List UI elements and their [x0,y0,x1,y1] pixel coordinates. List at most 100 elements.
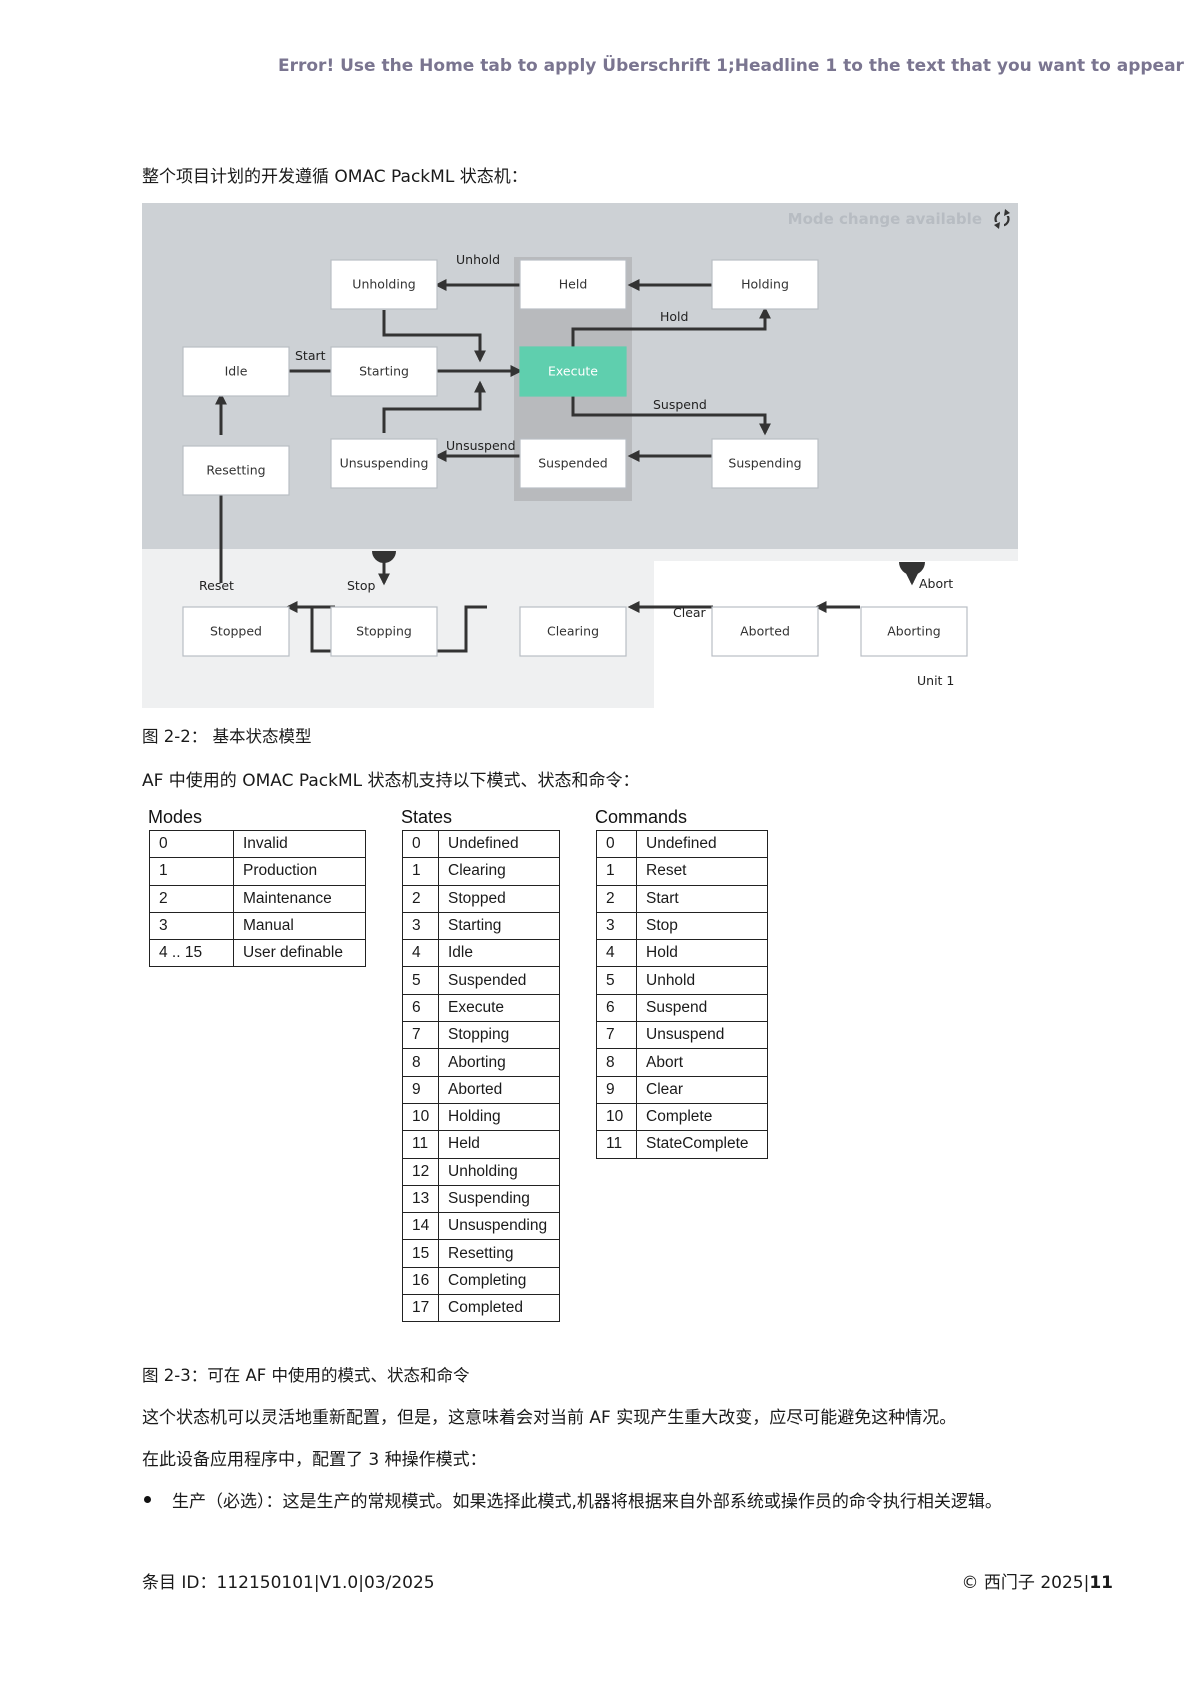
state-unsuspending[interactable]: Unsuspending [330,438,438,489]
states-name-cell: Stopping [438,1021,560,1050]
cmd-label-unhold: Unhold [456,252,500,267]
cmd-label-abort: Abort [919,576,953,591]
commands-name-cell: Start [636,884,768,913]
states-name-cell: Resetting [438,1239,560,1268]
modes-code-cell: 4 .. 15 [149,939,234,968]
cmd-label-hold: Hold [660,309,688,324]
state-label-unholding: Unholding [352,277,415,292]
state-suspended[interactable]: Suspended [519,438,627,489]
states-name-cell: Starting [438,911,560,941]
commands-name-cell: Stop [636,911,768,941]
intro-paragraph: 整个项目计划的开发遵循 OMAC PackML 状态机： [142,167,528,187]
commands-name-cell: Undefined [636,829,768,859]
cmd-label-reset: Reset [199,578,234,593]
states-code-cell: 16 [402,1266,439,1296]
state-label-stopping: Stopping [356,624,412,639]
commands-code-cell: 3 [596,911,637,941]
states-code-cell: 6 [402,993,439,1023]
modes-code-cell: 0 [149,829,234,859]
state-stopping[interactable]: Stopping [330,606,438,657]
commands-code-cell: 8 [596,1048,637,1077]
states-code-cell: 7 [402,1021,439,1050]
states-code-cell: 10 [402,1102,439,1132]
cmd-label-unsuspend: Unsuspend [446,438,516,453]
state-holding[interactable]: Holding [711,259,819,310]
states-name-cell: Aborted [438,1075,560,1104]
states-code-cell: 5 [402,966,439,995]
state-clearing[interactable]: Clearing [519,606,627,657]
states-code-cell: 3 [402,911,439,941]
commands-code-cell: 2 [596,884,637,913]
states-code-cell: 1 [402,857,439,886]
figure-2-2-caption: 图 2-2： 基本状态模型 [142,727,312,746]
commands-code-cell: 9 [596,1075,637,1104]
commands-name-cell: Unsuspend [636,1021,768,1050]
commands-code-cell: 5 [596,966,637,995]
states-code-cell: 9 [402,1075,439,1104]
modes-name-cell: Manual [233,911,366,941]
commands-name-cell: Complete [636,1102,768,1132]
state-label-aborting: Aborting [887,624,941,639]
state-diagram-svg: Mode change available [142,203,1018,708]
state-stopped[interactable]: Stopped [182,606,290,657]
commands-code-cell: 11 [596,1130,637,1159]
modes-code-cell: 1 [149,857,234,886]
states-name-cell: Holding [438,1102,560,1132]
state-unholding[interactable]: Unholding [330,259,438,310]
states-name-cell: Unsuspending [438,1212,560,1241]
state-aborting[interactable]: Aborting [860,606,968,657]
footer-entry-id: 条目 ID：112150101|V1.0|03/2025 [142,1573,435,1593]
states-name-cell: Undefined [438,829,560,859]
cmd-label-suspend: Suspend [653,397,707,412]
commands-name-cell: Unhold [636,966,768,995]
commands-name-cell: Suspend [636,993,768,1023]
states-name-cell: Stopped [438,884,560,913]
footer-right: © 西门子 2025|11 [962,1568,1113,1593]
state-held[interactable]: Held [519,259,627,310]
state-suspending[interactable]: Suspending [711,438,819,489]
state-label-resetting: Resetting [206,463,265,478]
packml-state-diagram: Mode change available [142,203,1018,708]
bullet-production-text: 生产（必选）：这是生产的常规模式。如果选择此模式,机器将根据来自外部系统或操作员… [172,1492,1002,1512]
states-name-cell: Execute [438,993,560,1023]
connectors [215,279,925,653]
states-code-cell: 4 [402,939,439,968]
states-name-cell: Suspending [438,1184,560,1214]
commands-name-cell: Reset [636,857,768,886]
modes-table-title: Modes [148,807,203,827]
states-code-cell: 12 [402,1157,439,1186]
state-execute[interactable]: Execute [519,346,627,397]
modes-code-cell: 2 [149,884,234,913]
cmd-label-clear: Clear [673,605,707,620]
state-label-held: Held [559,277,588,292]
commands-name-cell: StateComplete [636,1130,768,1159]
state-starting[interactable]: Starting [330,346,438,397]
commands-code-cell: 0 [596,829,637,859]
states-name-cell: Aborting [438,1048,560,1077]
modes-name-cell: Production [233,857,366,886]
state-label-holding: Holding [741,277,789,292]
state-aborted[interactable]: Aborted [711,606,819,657]
states-name-cell: Clearing [438,857,560,886]
refresh-icon[interactable] [994,209,1010,229]
states-name-cell: Idle [438,939,560,968]
state-resetting[interactable]: Resetting [182,445,290,496]
footer-copyright: © 西门子 2025| [961,1573,1090,1593]
state-idle[interactable]: Idle [182,346,290,397]
